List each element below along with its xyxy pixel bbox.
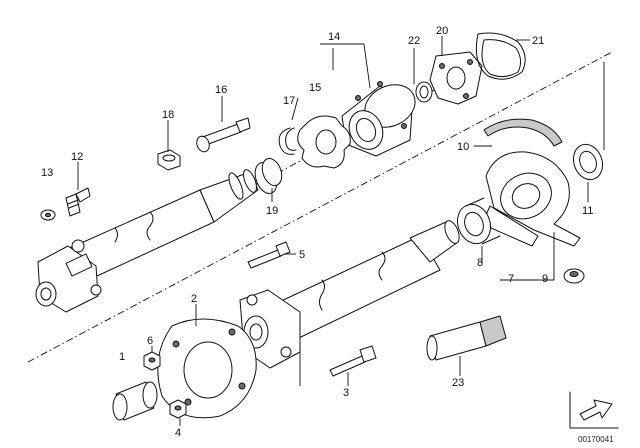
label-9: 9 [542,273,548,285]
bolt-part-12[interactable] [65,187,91,217]
label-13: 13 [41,167,53,179]
label-7: 7 [508,273,514,285]
bolt-part-16[interactable] [195,117,251,154]
label-17: 17 [283,95,295,107]
front-direction-arrow-icon [569,391,619,429]
center-bearing-part-7[interactable] [481,151,581,247]
label-14: 14 [328,31,340,43]
dust-cap-part-9[interactable] [563,268,585,284]
label-19: 19 [266,205,278,217]
label-15: 15 [309,82,321,94]
label-3: 3 [343,387,349,399]
label-22: 22 [408,35,420,47]
leader-lines [77,36,605,426]
bolt-part-5[interactable] [247,241,291,269]
nut-part-6[interactable] [143,351,161,371]
document-number: 00170041 [578,435,614,444]
sleeve-part-1[interactable] [112,381,158,421]
label-5: 5 [299,249,305,261]
retaining-ring-part-17[interactable] [278,127,297,155]
plate-part-20[interactable] [429,51,483,105]
label-6: 6 [147,335,153,347]
o-ring-part-22[interactable] [415,81,433,103]
ring-part-21[interactable] [475,32,526,80]
grommet-part-11[interactable] [569,140,608,183]
label-21: 21 [532,35,544,47]
nut-part-18[interactable] [157,149,181,171]
sleeve-part-19[interactable] [251,156,285,197]
flex-disc-part-2[interactable] [157,318,257,419]
rear-driveshaft[interactable] [239,219,462,369]
label-1: 1 [119,351,125,363]
grease-tube-part-23[interactable] [426,315,507,361]
label-8: 8 [477,257,483,269]
label-10: 10 [457,141,469,153]
bolt-part-3[interactable] [329,345,377,377]
label-12: 12 [71,151,83,163]
label-16: 16 [215,84,227,96]
label-23: 23 [452,377,464,389]
front-driveshaft[interactable] [35,168,259,313]
label-2: 2 [191,293,197,305]
label-20: 20 [436,25,448,37]
label-4: 4 [175,427,181,439]
flex-plate-part-15[interactable] [297,115,351,169]
nut-part-4[interactable] [169,399,187,419]
washer-part-13[interactable] [40,209,56,221]
bracket-cover-part-10[interactable] [483,118,563,147]
centering-housing-part-14[interactable] [341,77,422,157]
part-number-labels: 14 15 16 17 18 12 13 19 22 20 21 10 11 8… [41,25,593,439]
bearing-part-8[interactable] [452,197,501,248]
label-18: 18 [162,109,174,121]
label-11: 11 [582,205,593,217]
